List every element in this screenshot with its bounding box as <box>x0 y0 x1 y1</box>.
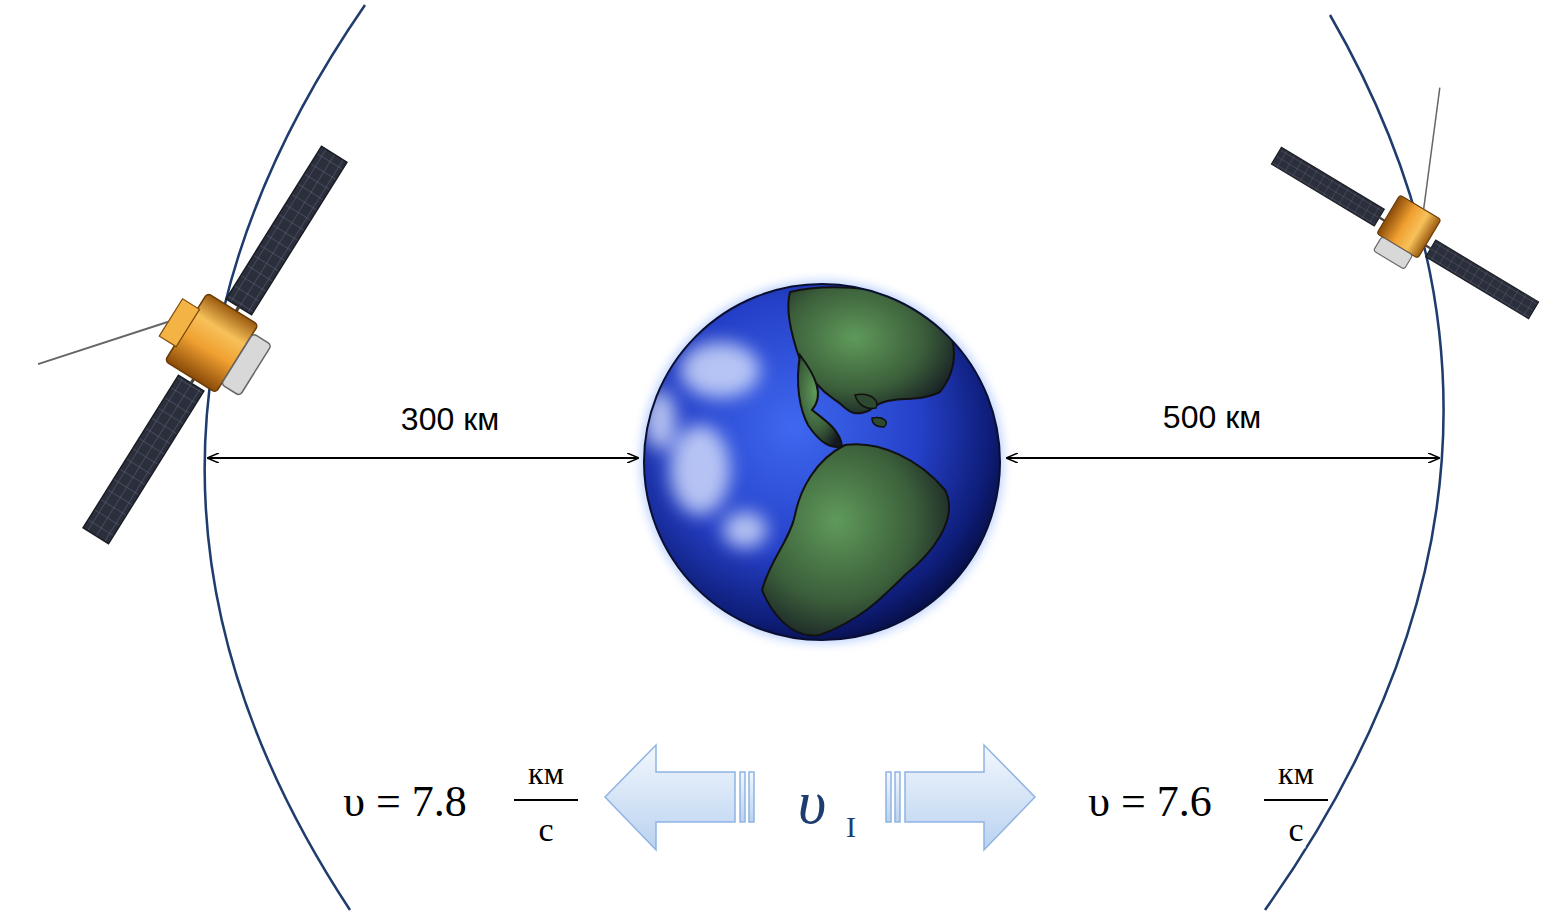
illustration-part <box>762 444 949 635</box>
illustration-part <box>855 394 877 408</box>
direction-arrow <box>605 745 1035 850</box>
illustration-part <box>226 146 347 315</box>
satellite <box>0 80 375 561</box>
dimension-line <box>208 457 638 459</box>
illustration-part <box>740 772 745 822</box>
fraction-bar <box>514 799 578 801</box>
illustration-part <box>605 745 735 850</box>
illustration-part <box>723 512 767 548</box>
earth <box>640 280 1004 644</box>
speed-value: υ = 7.6 <box>1086 778 1214 826</box>
unit-numerator: км <box>526 756 566 791</box>
illustration-part <box>644 284 1000 640</box>
illustration-part <box>872 418 886 427</box>
illustration-part <box>1426 240 1539 319</box>
speed-symbol: υ <box>796 768 828 836</box>
illustration-part <box>680 342 760 398</box>
illustration-part <box>640 280 1004 644</box>
distance-label: 300 км <box>399 402 501 437</box>
illustration-part <box>644 284 1000 640</box>
fraction-bar <box>1264 799 1328 801</box>
illustration-part <box>670 425 730 515</box>
illustration-part <box>895 772 900 822</box>
illustration-part <box>221 333 271 396</box>
illustration-part <box>905 745 1035 850</box>
illustration-part <box>1373 237 1412 270</box>
illustration-part <box>798 355 842 447</box>
illustration-part <box>886 772 891 822</box>
illustration-part <box>1382 88 1482 210</box>
illustration-part <box>749 772 754 822</box>
unit-denominator: с <box>1286 811 1305 848</box>
dimension-line <box>1007 457 1439 459</box>
distance-label: 500 км <box>1161 400 1263 435</box>
illustration-part <box>38 275 168 411</box>
unit-denominator: с <box>536 811 555 848</box>
satellite <box>1260 34 1544 338</box>
unit-numerator: км <box>1276 756 1316 791</box>
speed-subscript: I <box>844 810 858 843</box>
illustration-part <box>83 375 204 544</box>
orbit-arc <box>1265 15 1444 910</box>
illustration-part <box>644 342 767 548</box>
speed-value: υ = 7.8 <box>341 778 469 826</box>
illustration-part <box>1271 147 1384 226</box>
